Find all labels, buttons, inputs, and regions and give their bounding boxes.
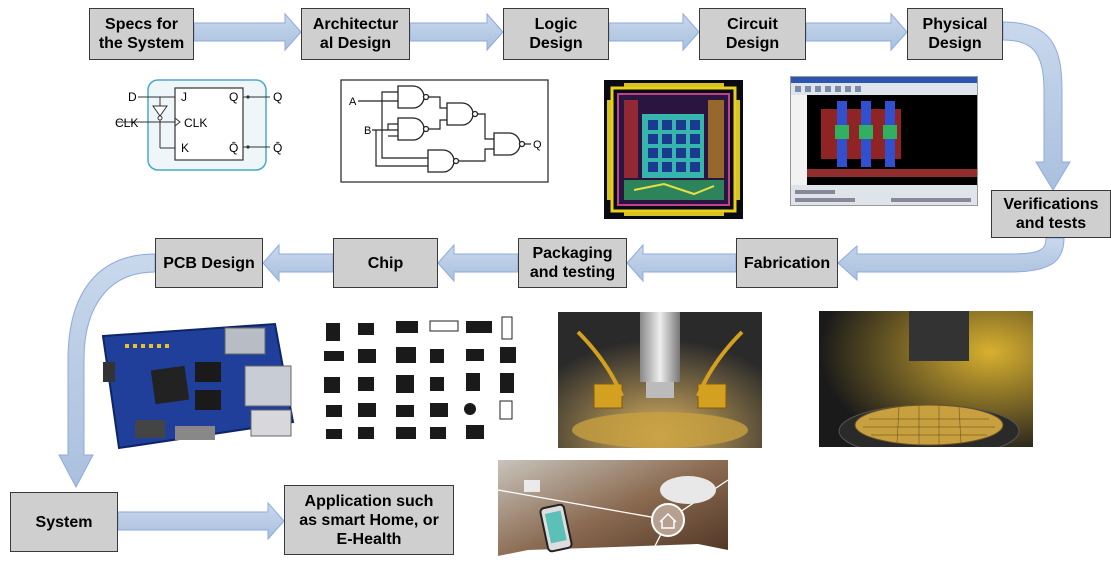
layout-photo xyxy=(604,80,743,219)
step-circuit: Circuit Design xyxy=(699,8,806,60)
arrow-specs-to-architecture xyxy=(193,12,302,52)
pcb-board-photo xyxy=(95,322,295,450)
arrow-packaging-to-chip xyxy=(437,243,519,283)
arrow-system-to-application xyxy=(117,501,285,541)
wafer-photo xyxy=(819,311,1033,447)
probe-station-photo xyxy=(558,312,762,448)
step-verification: Verifications and tests xyxy=(991,190,1111,238)
arrow-physical-to-verification xyxy=(1002,21,1071,191)
arrow-logic-to-circuit xyxy=(608,12,700,52)
step-application: Application such as smart Home, or E-Hea… xyxy=(284,485,454,555)
step-packaging: Packaging and testing xyxy=(518,238,627,288)
ic-packages-chart xyxy=(318,315,524,455)
step-chip: Chip xyxy=(333,238,438,288)
arrow-circuit-to-physical xyxy=(805,12,908,52)
step-pcb: PCB Design xyxy=(155,238,263,288)
arrow-fabrication-to-packaging xyxy=(626,243,737,283)
step-physical: Physical Design xyxy=(907,8,1003,60)
step-system: System xyxy=(10,492,118,552)
step-fabrication: Fabrication xyxy=(736,238,838,288)
step-logic: Logic Design xyxy=(503,8,609,60)
arrow-verification-to-fabrication xyxy=(837,237,1065,282)
step-architecture: Architectur al Design xyxy=(301,8,410,60)
smart-home-photo xyxy=(498,460,728,564)
step-specs: Specs for the System xyxy=(89,8,194,60)
arrow-pcb-to-system xyxy=(58,253,156,489)
arrow-chip-to-pcb xyxy=(262,243,334,283)
circuit-editor-screenshot xyxy=(790,76,978,206)
arrow-architecture-to-logic xyxy=(409,12,504,52)
